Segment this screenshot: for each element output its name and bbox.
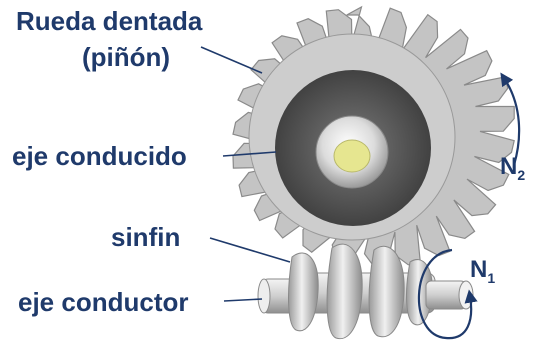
label-n2: N2 [500, 153, 526, 183]
label-driving-shaft: eje conductor [18, 287, 189, 317]
leader-driving-shaft [223, 298, 263, 302]
worm-screw [257, 243, 474, 340]
label-n1: N1 [470, 256, 496, 286]
driven-shaft-tip [333, 139, 371, 173]
leader-driven-shaft [222, 151, 277, 157]
leader-worm [209, 237, 291, 263]
worm-thread-1 [288, 252, 319, 332]
rotation-arrow-n2 [500, 72, 521, 166]
leader-gear [200, 46, 263, 74]
worm-thread-2 [326, 243, 363, 340]
label-driven-shaft: eje conducido [12, 141, 187, 171]
gear-wheel [232, 5, 515, 269]
worm-thread-3 [368, 245, 405, 338]
leader-lines [200, 46, 291, 302]
driving-shaft-left-end [257, 278, 271, 314]
label-worm: sinfin [111, 222, 181, 252]
rotation-arrow-n1 [417, 248, 478, 340]
label-gear-line1: Rueda dentada [16, 6, 203, 36]
label-gear-line2: (piñón) [82, 42, 171, 72]
